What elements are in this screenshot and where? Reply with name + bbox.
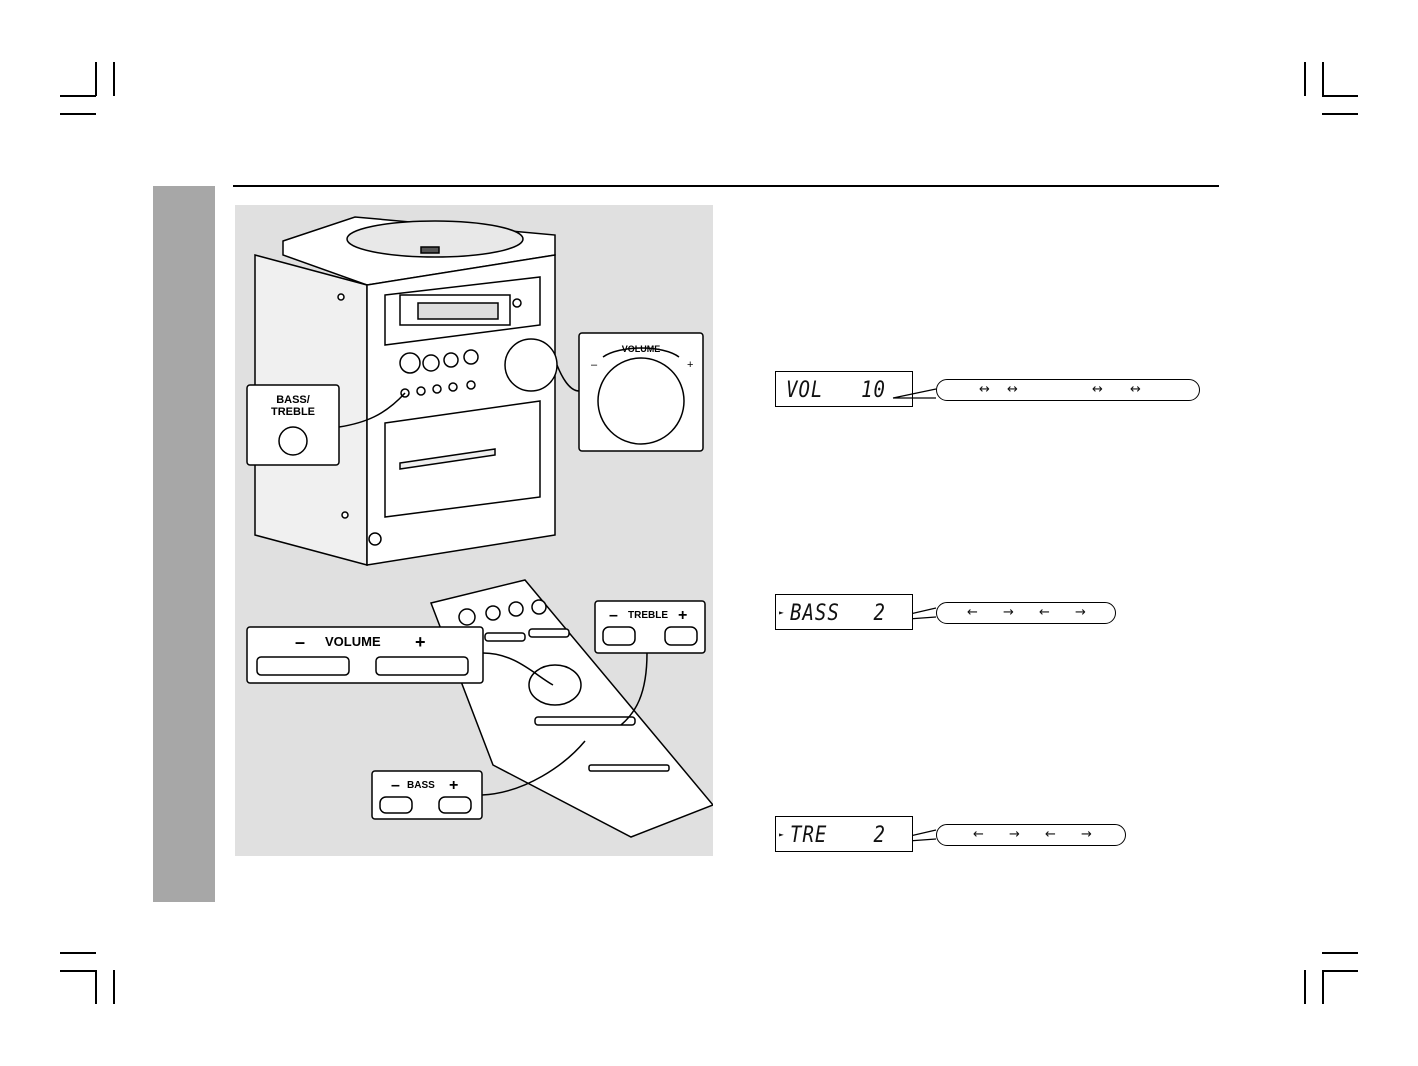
arrow: ↔ [1092,382,1103,397]
remote-bass-plus: + [449,777,458,794]
main-unit [254,216,558,566]
arrow: ← [1039,605,1050,620]
remote-bass-minus: – [391,777,400,794]
remote-bass-callout [371,740,586,820]
volume-dial-plus: + [687,359,693,371]
section-side-tab [153,186,215,902]
crop-mark [113,62,115,96]
crop-mark [1304,62,1306,96]
lcd-bass-display: ► BASS 2 [775,594,913,630]
lcd-value-text: 2 [873,822,886,848]
remote-volume-plus: + [415,632,426,652]
lcd-marker: ► [779,608,785,617]
remote-treble-plus: + [678,607,687,624]
crop-mark [95,970,97,1004]
crop-mark [60,113,96,115]
remote-volume-callout [246,626,554,686]
remote-treble-minus: – [609,607,618,624]
lcd-mode-text: VOL [786,377,824,403]
stereo-illustration: BASS/ TREBLE VOLUME – + [235,205,713,856]
crop-mark [1304,970,1306,1004]
bass-step-bubble: ← → ← → [936,602,1116,624]
header-rule [233,185,1219,187]
arrow: ↔ [979,382,990,397]
crop-mark [60,952,96,954]
stereo-drawing: BASS/ TREBLE VOLUME – + [246,216,713,838]
lcd-marker: ► [779,830,785,839]
remote-control [429,579,713,838]
lcd-value-text: 2 [873,600,886,626]
crop-mark [1322,113,1358,115]
remote-treble-callout [594,600,706,726]
remote-volume-minus: – [295,632,305,652]
crop-mark [95,62,97,96]
arrow: → [1081,827,1092,842]
treble-step-bubble: ← → ← → [936,824,1126,846]
crop-mark [1322,970,1358,972]
bass-treble-label-1: BASS/ [276,394,310,406]
lcd-mode-text: TRE [790,822,828,848]
volume-step-bubble: ↔ ↔ ↔ ↔ [936,379,1200,401]
lcd-volume-display: VOL 10 [775,371,913,407]
bass-treble-callout [246,384,406,466]
bass-treble-label-2: TREBLE [271,406,315,418]
arrow: → [1003,605,1014,620]
lcd-value-text: 10 [861,377,886,403]
crop-mark [60,970,96,972]
crop-mark [60,95,96,97]
arrow: → [1009,827,1020,842]
crop-mark [1322,62,1324,96]
arrow: ← [967,605,978,620]
lcd-mode-text: BASS [790,600,840,626]
arrow: ↔ [1130,382,1141,397]
remote-volume-label: VOLUME [325,634,381,649]
remote-bass-label: BASS [407,780,435,791]
crop-mark [113,970,115,1004]
crop-mark [1322,970,1324,1004]
arrow: ↔ [1007,382,1018,397]
crop-mark [1322,95,1358,97]
arrow: ← [1045,827,1056,842]
volume-dial-callout [556,332,704,452]
arrow: ← [973,827,984,842]
lcd-treble-display: ► TRE 2 [775,816,913,852]
remote-treble-label: TREBLE [628,610,668,621]
volume-dial-label: VOLUME [622,344,661,354]
arrow: → [1075,605,1086,620]
volume-dial-minus: – [591,359,598,371]
crop-mark [1322,952,1358,954]
